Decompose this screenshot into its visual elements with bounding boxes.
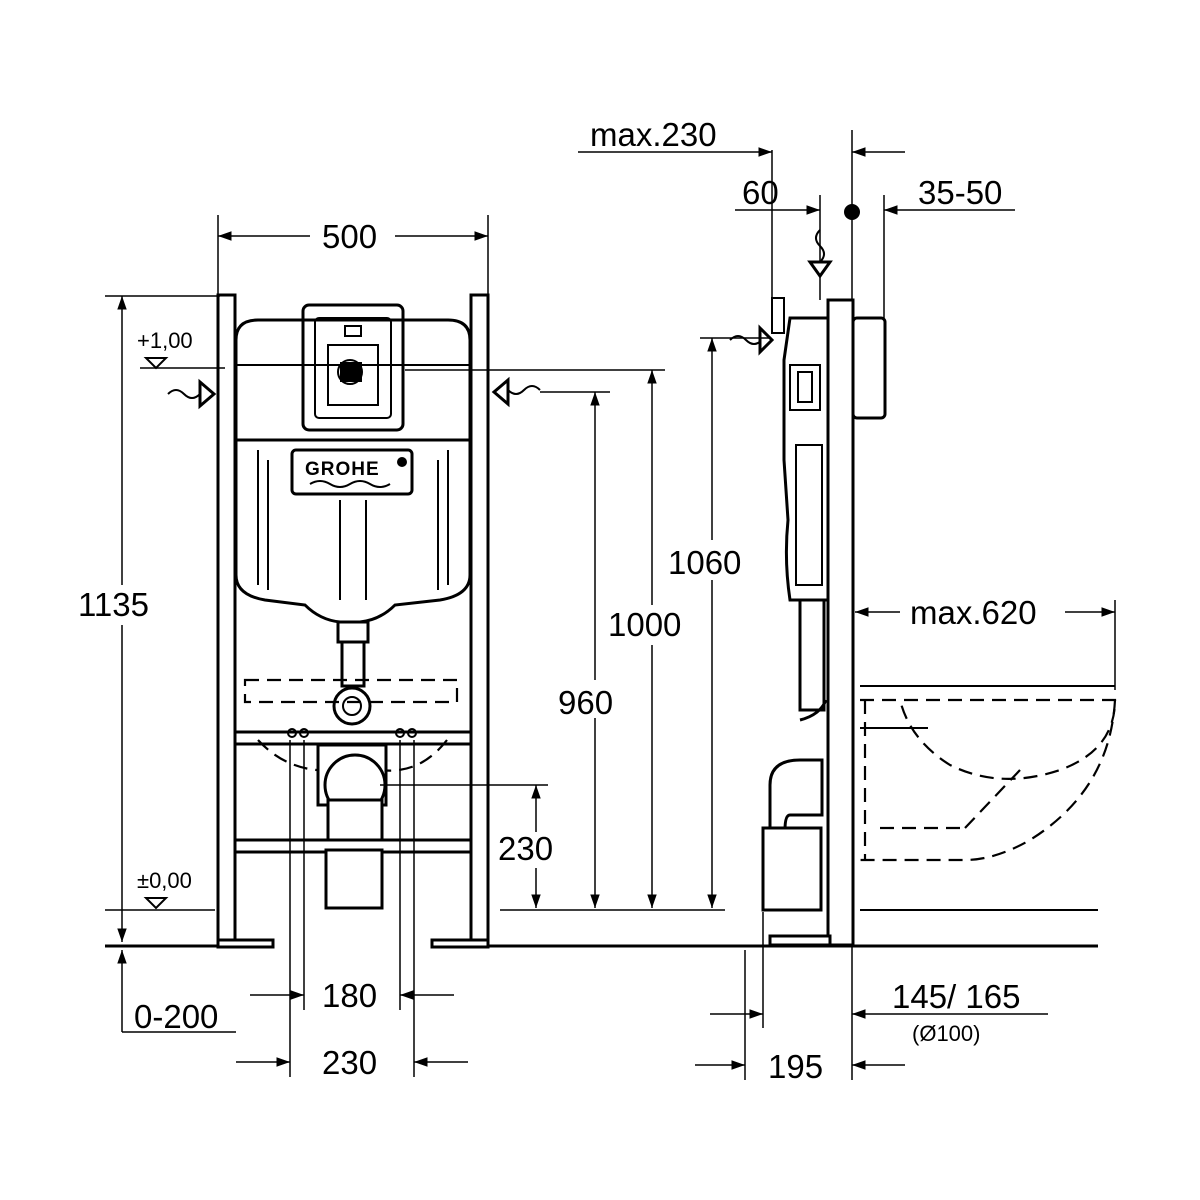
front-dimensions: 500 1135 +1,00 ±0,00 0-200 1000 960 230 (78, 215, 725, 1081)
cistern: GROHE (167, 303, 541, 624)
dim-floor-range: 0-200 (134, 998, 218, 1035)
dim-diameter: (Ø100) (912, 1021, 980, 1046)
dim-max230: max.230 (590, 116, 717, 153)
level-top: +1,00 (137, 328, 193, 353)
dim-230-height: 230 (498, 830, 553, 867)
level-zero: ±0,00 (137, 868, 192, 893)
dim-spacing-230: 230 (322, 1044, 377, 1081)
dim-spacing-180: 180 (322, 977, 377, 1014)
dim-960: 960 (558, 684, 613, 721)
side-view: max.230 60 35-50 1060 max.620 145/ 165 (… (578, 116, 1117, 1085)
brand-logo: GROHE (305, 459, 380, 480)
dim-1060: 1060 (668, 544, 741, 581)
front-frame (216, 293, 490, 949)
dim-195: 195 (768, 1048, 823, 1085)
dim-60: 60 (742, 174, 779, 211)
dim-width: 500 (322, 218, 377, 255)
dim-145-165: 145/ 165 (892, 978, 1020, 1015)
dim-1000: 1000 (608, 606, 681, 643)
dim-total-height: 1135 (78, 586, 149, 623)
dim-max620: max.620 (910, 594, 1037, 631)
front-drain (243, 620, 459, 910)
dim-35-50: 35-50 (918, 174, 1002, 211)
